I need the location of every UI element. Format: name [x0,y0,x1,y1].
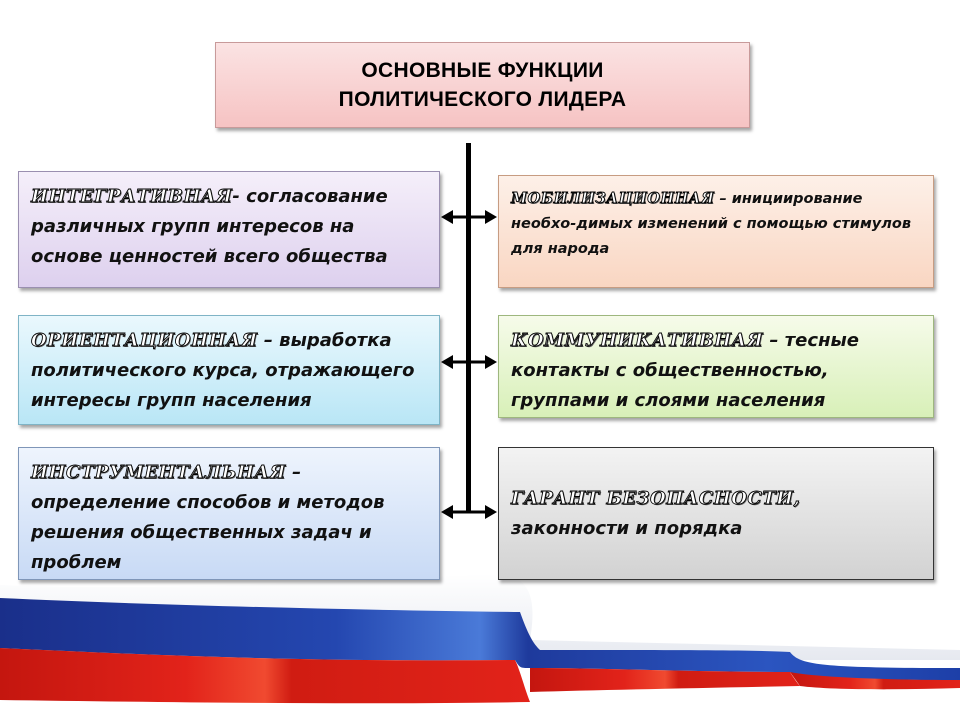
title-box: ОСНОВНЫЕ ФУНКЦИИ ПОЛИТИЧЕСКОГО ЛИДЕРА [215,42,750,128]
function-description: - согласование различных групп интересов… [31,186,388,267]
function-box-integrative: ИНТЕГРАТИВНАЯ- согласование различных гр… [18,171,440,288]
function-box-instrumental: ИНСТРУМЕНТАЛЬНАЯ – определение способов … [18,447,440,580]
double-arrow-icon [441,210,497,224]
function-term: ОРИЕНТАЦИОННАЯ [31,330,258,352]
function-description: – выработка политического курса, отражаю… [31,330,415,411]
function-box-communicative: КОММУНИКАТИВНАЯ – тесные контакты с обще… [498,315,934,418]
function-term: ГАРАНТ БЕЗОПАСНОСТИ, [511,488,801,510]
function-box-orientational: ОРИЕНТАЦИОННАЯ – выработка политического… [18,315,440,425]
function-description: – определение способов и методов решения… [31,462,385,573]
function-description: – тесные контакты с общественностью, гру… [511,330,859,411]
double-arrow-icon [441,505,497,519]
function-term: КОММУНИКАТИВНАЯ [511,330,764,352]
function-term: ИНТЕГРАТИВНАЯ [31,186,233,208]
double-arrow-icon [441,355,497,369]
vertical-connector-line [466,143,471,513]
function-term: МОБИЛИЗАЦИОННАЯ [511,190,715,208]
function-description: – инициирование необхо-димых изменений с… [511,191,912,257]
function-box-security-guarantor: ГАРАНТ БЕЗОПАСНОСТИ, законности и порядк… [498,447,934,580]
function-box-mobilizational: МОБИЛИЗАЦИОННАЯ – инициирование необхо-д… [498,175,934,288]
title-line-1: ОСНОВНЫЕ ФУНКЦИИ [361,59,604,82]
function-term: ИНСТРУМЕНТАЛЬНАЯ [31,462,286,484]
title-line-2: ПОЛИТИЧЕСКОГО ЛИДЕРА [338,88,627,111]
function-description: законности и порядка [511,518,743,539]
